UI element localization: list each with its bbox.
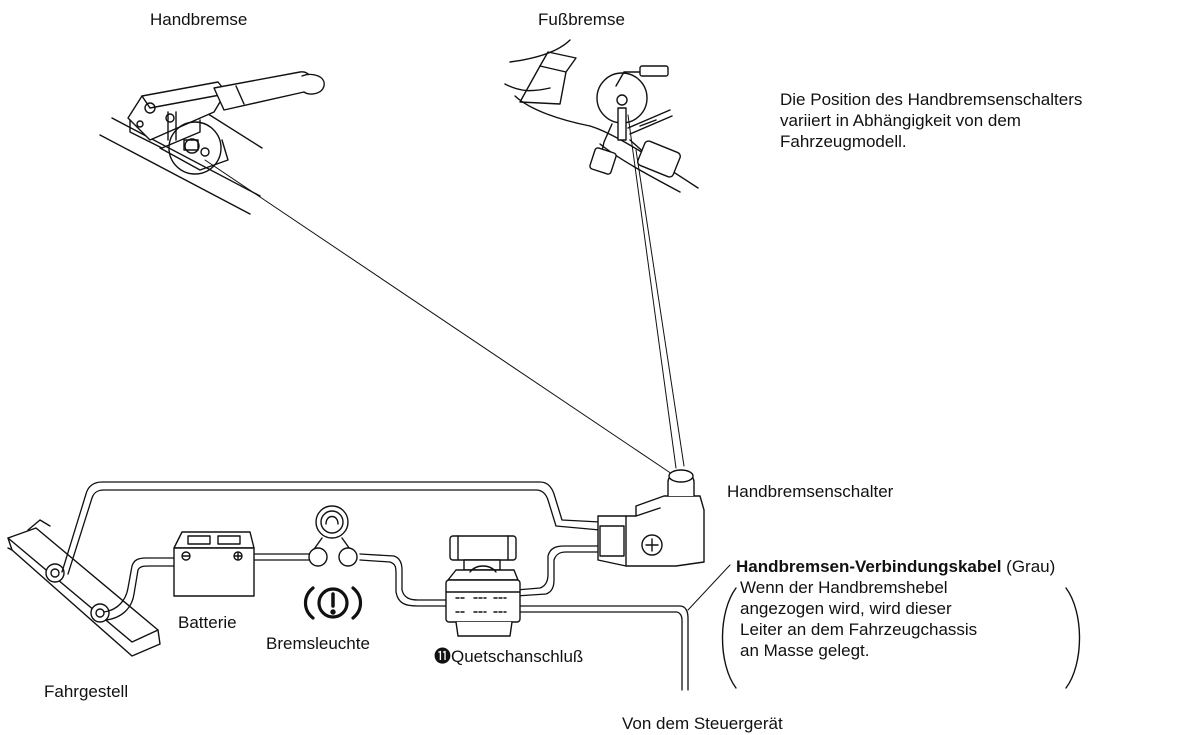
cable-note: Handbremsen-Verbindungskabel (Grau) Wenn… bbox=[736, 556, 1055, 661]
label-batterie: Batterie bbox=[178, 613, 237, 632]
quetsch-number-badge: ⓫ bbox=[434, 647, 451, 666]
label-handbremse: Handbremse bbox=[150, 10, 248, 29]
cable-note-line4: an Masse gelegt. bbox=[740, 641, 870, 660]
note-paren-right bbox=[1065, 587, 1081, 689]
cable-note-line2: angezogen wird, wird dieser bbox=[740, 599, 952, 618]
wires bbox=[61, 481, 689, 691]
handbrake-illustration bbox=[99, 71, 325, 215]
note-paren-left bbox=[721, 587, 737, 689]
battery-symbol bbox=[173, 531, 255, 597]
label-bremsleuchte: Bremsleuchte bbox=[266, 634, 370, 653]
brake-lamp-symbol bbox=[303, 505, 363, 620]
label-quetschanschluss: ⓫Quetschanschluß bbox=[434, 646, 583, 667]
handbrake-switch bbox=[597, 469, 705, 567]
label-handbremsenschalter: Handbremsenschalter bbox=[727, 482, 894, 501]
leader-lines bbox=[204, 114, 731, 611]
label-steuergeraet: Von dem Steuergerät bbox=[622, 714, 783, 733]
position-note-line2: variiert in Abhängigkeit von dem bbox=[780, 111, 1021, 130]
position-note: Die Position des Handbremsenschalters va… bbox=[780, 89, 1082, 152]
cable-note-title-suffix: (Grau) bbox=[1001, 557, 1056, 576]
cable-note-line3: Leiter an dem Fahrzeugchassis bbox=[740, 620, 978, 639]
chassis-frame bbox=[7, 519, 161, 657]
quetsch-text: Quetschanschluß bbox=[451, 647, 584, 666]
cable-note-title: Handbremsen-Verbindungskabel (Grau) bbox=[736, 556, 1055, 577]
cable-note-title-bold: Handbremsen-Verbindungskabel bbox=[736, 557, 1002, 576]
cable-note-line1: Wenn der Handbremshebel bbox=[740, 578, 948, 597]
position-note-line3: Fahrzeugmodell. bbox=[780, 132, 907, 151]
label-fahrgestell: Fahrgestell bbox=[44, 682, 129, 701]
label-fussbremse: Fußbremse bbox=[538, 10, 625, 29]
squeeze-connector bbox=[445, 535, 521, 637]
position-note-line1: Die Position des Handbremsenschalters bbox=[780, 90, 1083, 109]
footbrake-illustration bbox=[504, 39, 699, 193]
